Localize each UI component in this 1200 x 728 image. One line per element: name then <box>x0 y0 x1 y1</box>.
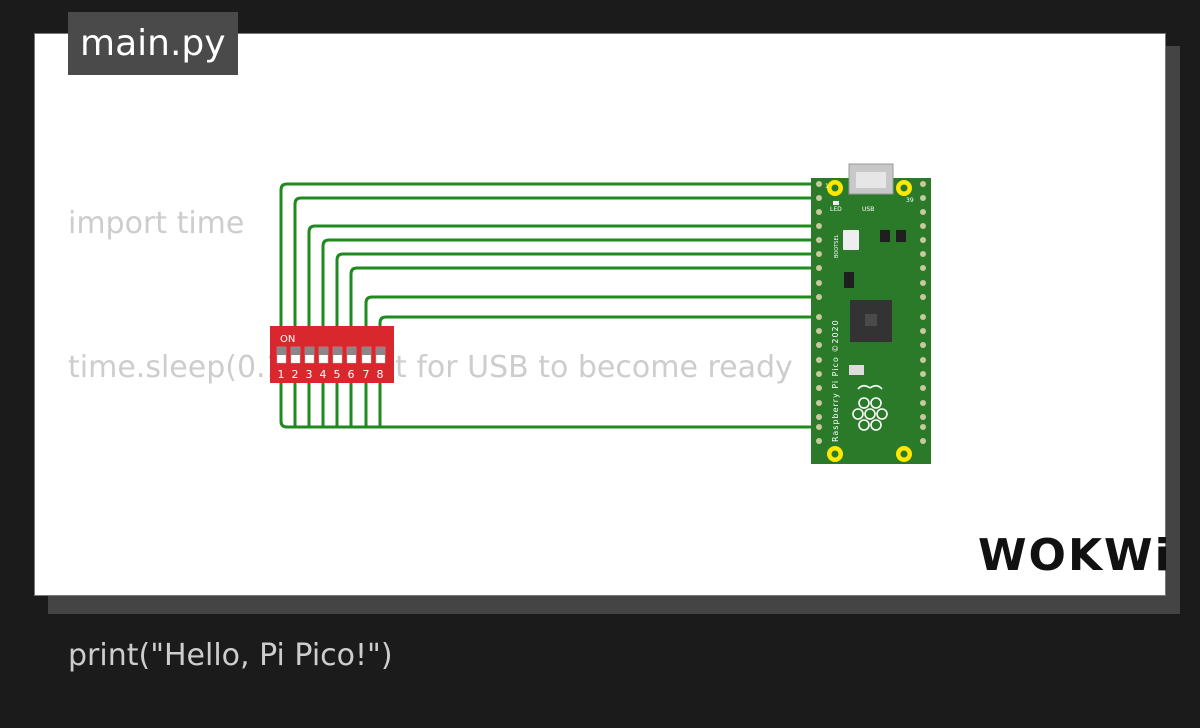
file-tab-main[interactable]: main.py <box>68 12 238 75</box>
board-silkscreen-text: Raspberry Pi Pico ©2020 <box>831 319 840 442</box>
dip-switch-body <box>270 326 394 383</box>
led-label: LED <box>830 206 842 213</box>
pin-number-label: 1 <box>825 183 829 190</box>
raspberry-pi-logo-icon <box>852 384 888 431</box>
wire-7-top <box>364 295 820 326</box>
pin-number-label: 39 <box>906 197 914 204</box>
wires-bottom <box>279 383 820 429</box>
wire-6-top <box>349 266 820 326</box>
dip-number: 3 <box>306 368 313 381</box>
dip-number: 7 <box>363 368 370 381</box>
onboard-led <box>833 201 839 205</box>
dip-number: 6 <box>348 368 355 381</box>
wire-1-top <box>279 182 820 326</box>
wire-1-bottom <box>279 383 820 429</box>
pin-pads-right <box>920 181 926 444</box>
code-line: import time <box>68 206 245 241</box>
dip-number: 8 <box>377 368 384 381</box>
simulation-canvas[interactable] <box>34 33 1166 596</box>
smd-components <box>844 230 906 288</box>
wokwi-logo: WOKWi <box>978 530 1172 581</box>
dip-number: 1 <box>278 368 285 381</box>
dip-switch-8[interactable]: ON 1 2 3 4 5 6 7 8 <box>270 326 394 383</box>
dip-numbers: 1 2 3 4 5 6 7 8 <box>278 368 384 381</box>
flash-component <box>849 365 864 375</box>
dip-on-label: ON <box>280 334 295 345</box>
dip-number: 4 <box>320 368 327 381</box>
wires-top <box>279 182 820 326</box>
wire-3-top <box>307 224 820 326</box>
wire-8-top <box>378 315 820 326</box>
pin-pads-left <box>816 181 822 444</box>
bootsel-button[interactable] <box>843 230 859 250</box>
raspberry-pi-pico[interactable]: 1 39 LED USB BOOTSEL Raspberry Pi Pico ©… <box>811 163 931 464</box>
wire-4-top <box>321 238 820 326</box>
wire-5-top <box>335 252 820 326</box>
dip-lever-knobs <box>277 347 385 355</box>
code-line: print("Hello, Pi Pico!") <box>68 638 393 673</box>
usb-port <box>856 172 886 188</box>
circuit-diagram: ON 1 2 3 4 5 6 7 8 <box>270 163 931 464</box>
usb-label: USB <box>862 206 874 213</box>
dip-number: 2 <box>292 368 299 381</box>
bootsel-label: BOOTSEL <box>834 234 840 258</box>
dip-number: 5 <box>334 368 341 381</box>
wire-2-top <box>293 196 820 326</box>
